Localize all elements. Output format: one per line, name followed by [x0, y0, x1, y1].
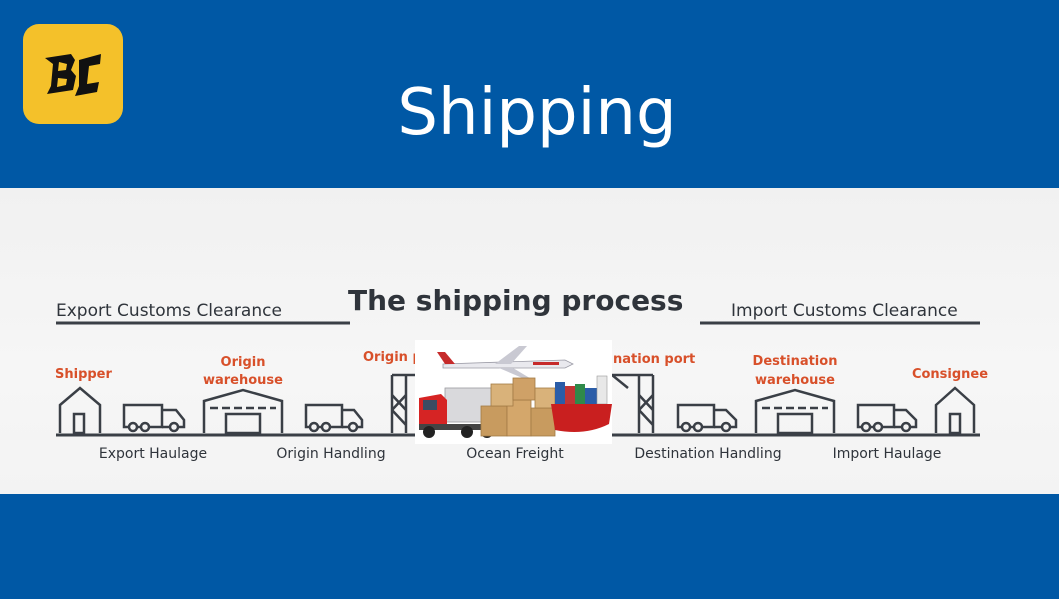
consignee-house-icon [934, 386, 976, 435]
label-destination-handling: Destination Handling [634, 446, 781, 462]
bc-monogram-icon [45, 54, 101, 96]
origin-handling-truck-icon [304, 403, 364, 433]
label-export-haulage: Export Haulage [99, 446, 207, 462]
freight-collage-image [415, 340, 612, 444]
label-import-haulage: Import Haulage [833, 446, 942, 462]
import-customs-heading: Import Customs Clearance [731, 301, 958, 321]
destination-handling-truck-icon [676, 403, 738, 433]
import-truck-icon [856, 403, 918, 433]
cardboard-boxes-image [480, 377, 556, 437]
label-destination-warehouse-2: warehouse [755, 373, 835, 388]
page-title: Shipping [397, 76, 677, 150]
destination-warehouse-icon [754, 388, 836, 435]
export-customs-heading: Export Customs Clearance [56, 301, 282, 321]
diagram-title: The shipping process [348, 284, 683, 317]
label-shipper: Shipper [55, 367, 113, 382]
label-origin-warehouse-1: Origin [221, 355, 266, 370]
export-truck-icon [122, 403, 186, 433]
destination-port-crane-icon [611, 373, 655, 433]
origin-port-crane-icon [390, 373, 415, 433]
footer-band [0, 494, 1059, 599]
label-origin-port: Origin p [363, 350, 422, 365]
label-origin-handling: Origin Handling [276, 446, 385, 462]
label-consignee: Consignee [912, 367, 988, 382]
shipper-house-icon [58, 386, 102, 435]
cargo-ship-image [551, 375, 612, 432]
origin-warehouse-icon [202, 388, 284, 435]
header-banner: Shipping [0, 0, 1059, 188]
label-ocean-freight: Ocean Freight [466, 446, 564, 462]
brand-logo [23, 24, 123, 124]
airplane-image [437, 346, 574, 380]
label-origin-warehouse-2: warehouse [203, 373, 283, 388]
label-destination-port: nation port [613, 352, 695, 367]
label-destination-warehouse-1: Destination [753, 354, 838, 369]
